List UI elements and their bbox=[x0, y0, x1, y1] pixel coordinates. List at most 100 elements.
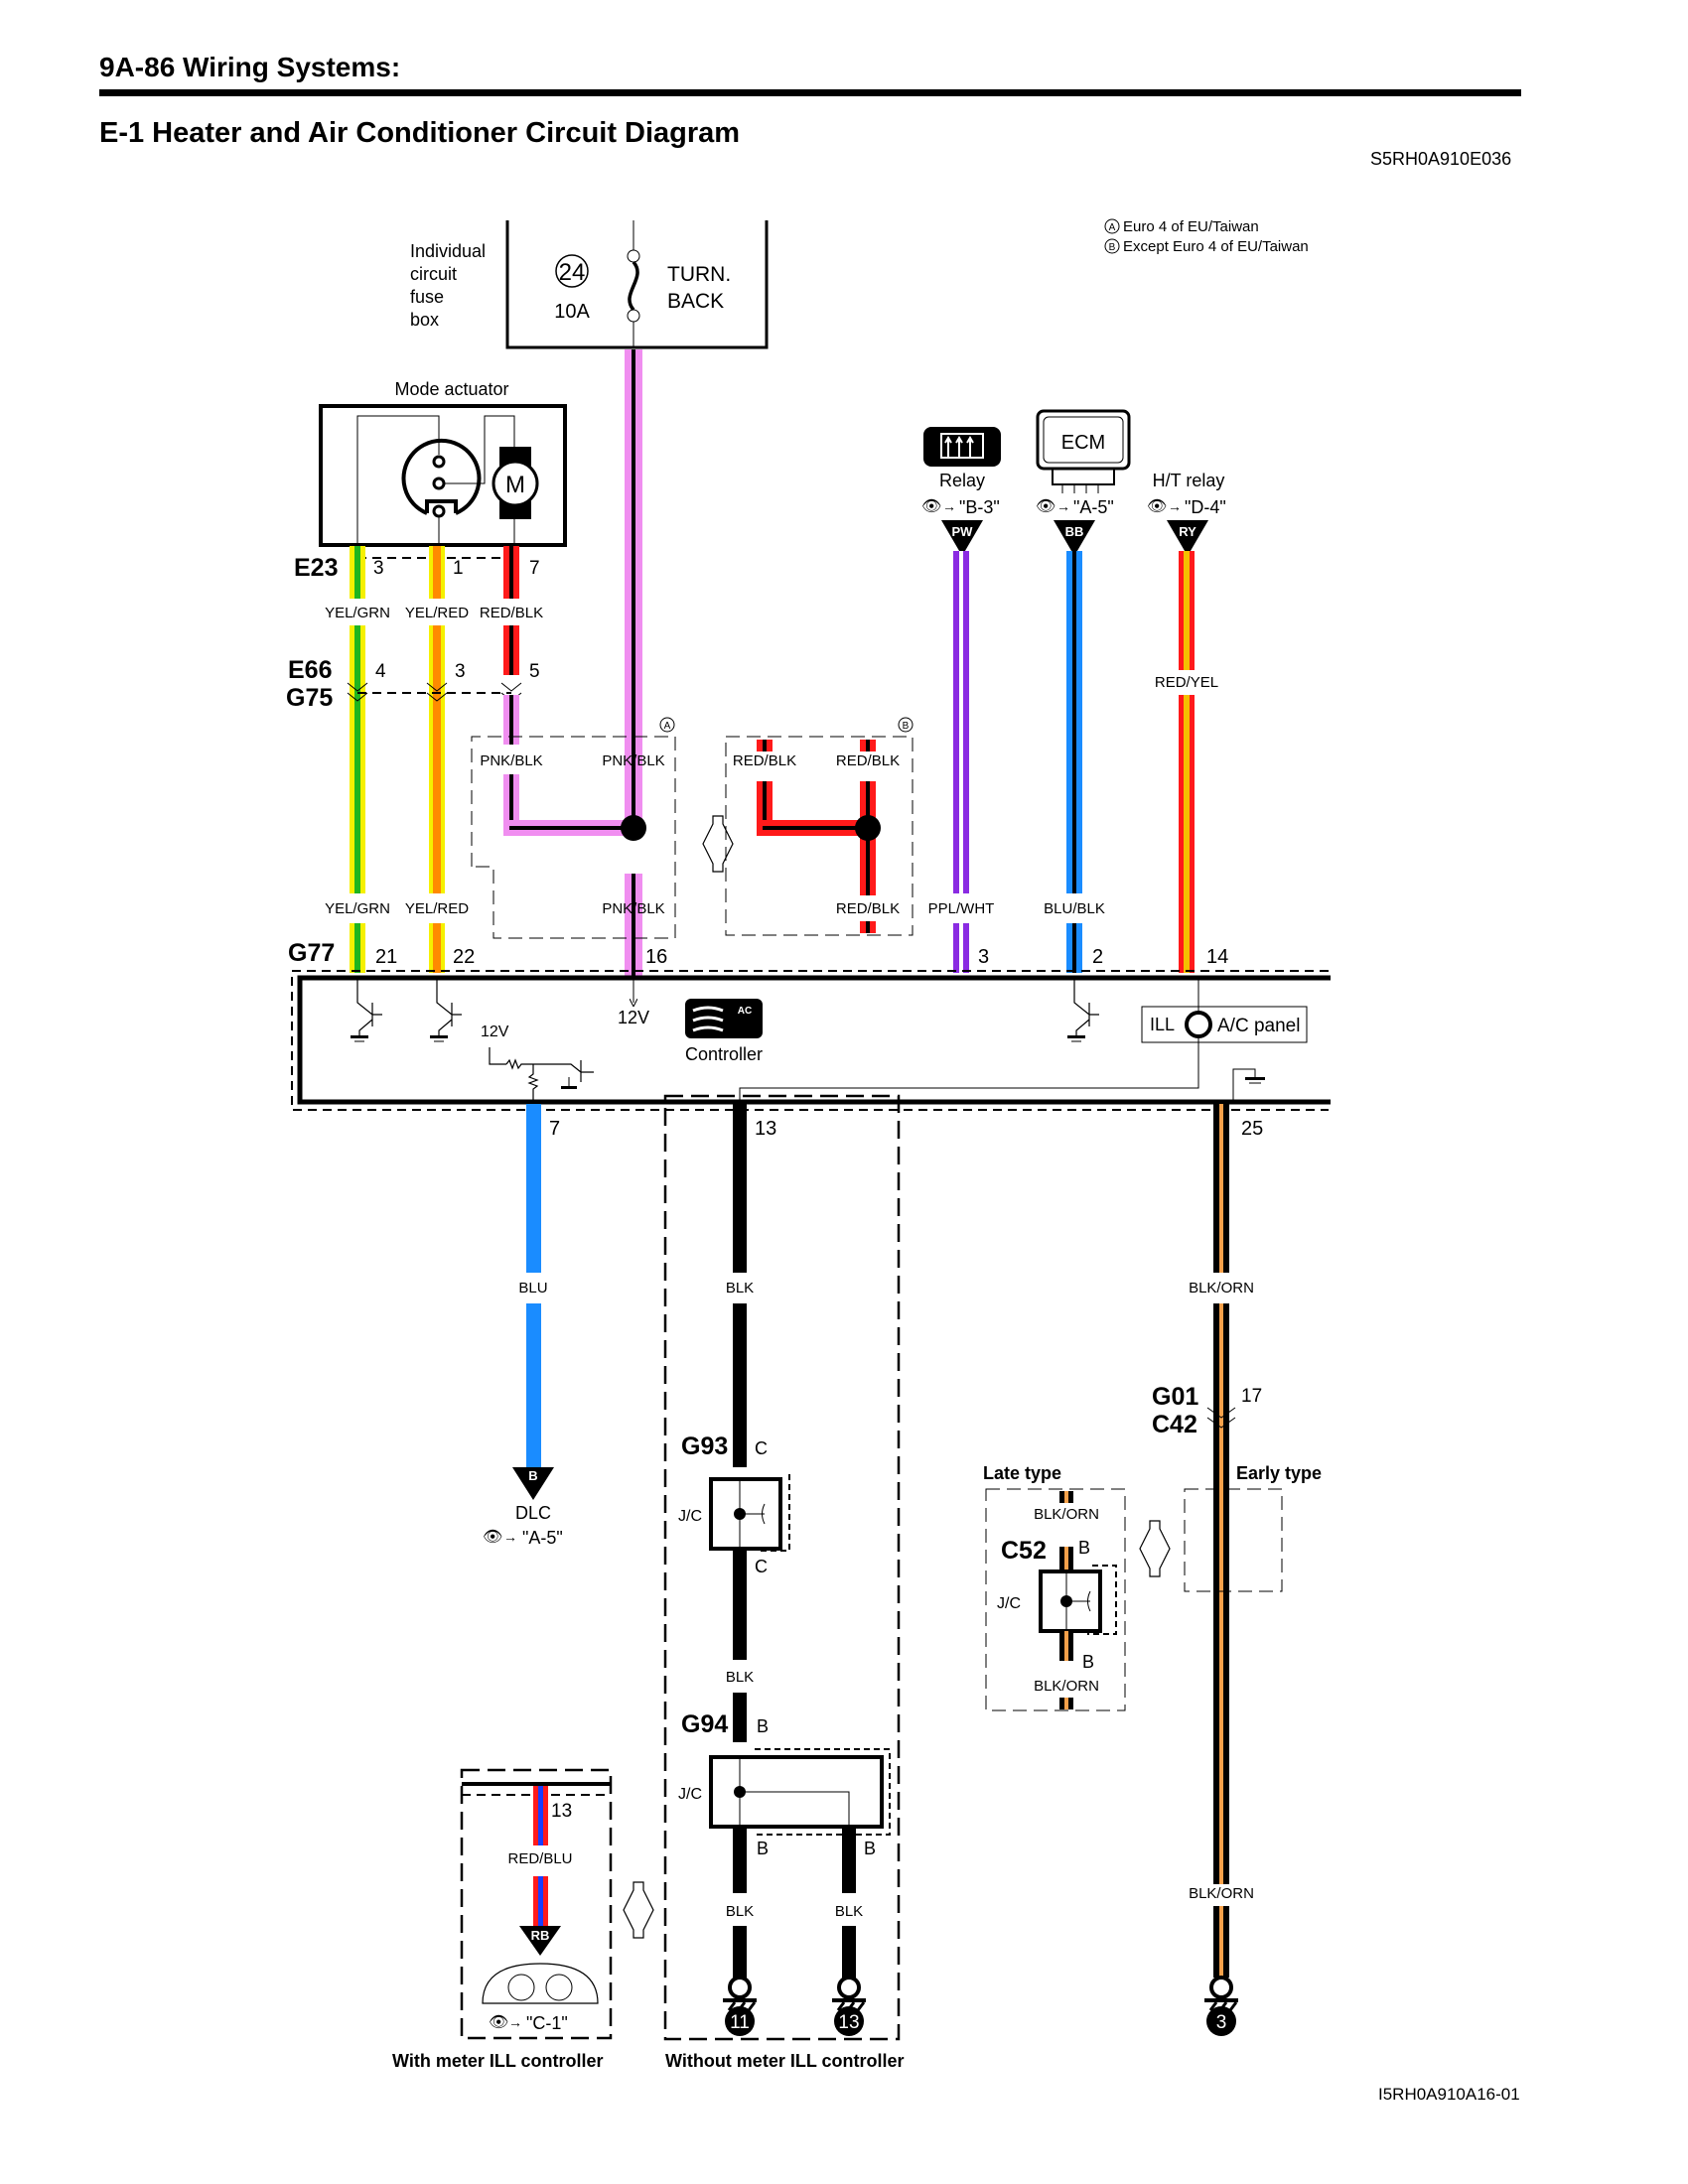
device-ecm: ECM 👁 → "A-5" BB bbox=[1036, 409, 1131, 556]
connector-e66-label: E66 bbox=[288, 656, 332, 684]
wire-pnk-blk-main bbox=[625, 349, 642, 978]
ecm-label: ECM bbox=[1061, 432, 1105, 454]
label-red-blk-top: RED/BLK bbox=[480, 605, 543, 621]
connector-g75-label: G75 bbox=[286, 684, 333, 712]
position-sensor-icon bbox=[401, 438, 482, 515]
label-blk-3: BLK bbox=[726, 1903, 754, 1920]
connector-g94-label: G94 bbox=[681, 1710, 728, 1738]
wire-pnk-blk-branch bbox=[503, 695, 646, 841]
motor-icon bbox=[492, 460, 539, 507]
controller-name: Controller bbox=[685, 1044, 763, 1064]
connector-g77-label: G77 bbox=[288, 939, 335, 967]
connector-triangle-bb bbox=[1054, 520, 1095, 556]
wire-blk-orn: BLK/ORN G01 C42 17 BLK/ORN 3 bbox=[1152, 1104, 1262, 2036]
dlc-code: B bbox=[528, 1468, 537, 1483]
fuse-rating: 10A bbox=[554, 301, 590, 323]
relay-ref: "B-3" bbox=[959, 497, 1000, 517]
connector-triangle-dlc bbox=[512, 1467, 554, 1500]
variant-a-mark: A bbox=[664, 721, 671, 732]
variant-b-box: B RED/BLK RED/BLK RED/BLK bbox=[725, 717, 914, 936]
caption-with-meter: With meter ILL controller bbox=[392, 2051, 604, 2071]
fuse-terminal-top bbox=[627, 249, 640, 263]
g94-pin-right: B bbox=[864, 1839, 876, 1858]
label-yel-red-top: YEL/RED bbox=[405, 605, 469, 621]
with-meter-box: 13 RED/BLU RB 👁 → "C-1" With meter ILL c… bbox=[392, 1768, 613, 2071]
ground-icon: 3 bbox=[1204, 1976, 1238, 2036]
ht-relay-code: RY bbox=[1179, 524, 1196, 539]
label-yel-red-bottom: YEL/RED bbox=[405, 900, 469, 917]
ac-panel-box bbox=[1141, 1006, 1308, 1043]
label-red-blu: RED/BLU bbox=[507, 1850, 572, 1867]
label-blk-2: BLK bbox=[726, 1669, 754, 1686]
legend-a-mark: A bbox=[1109, 222, 1116, 233]
variant-b-mark: B bbox=[903, 721, 910, 732]
arrow-icon: → bbox=[508, 2014, 522, 2030]
g77-pin-22: 22 bbox=[453, 946, 475, 968]
arrow-icon: → bbox=[1168, 498, 1182, 514]
wire-blu: BLU B DLC 👁 → "A-5" bbox=[483, 1104, 563, 1548]
swap-icon bbox=[1139, 1520, 1171, 1577]
label-red-blk-b1: RED/BLK bbox=[733, 752, 796, 769]
wire-yel-grn: YEL/GRN YEL/GRN bbox=[325, 546, 390, 973]
g77-pin-25: 25 bbox=[1241, 1118, 1263, 1140]
page-title: E-1 Heater and Air Conditioner Circuit D… bbox=[99, 117, 741, 149]
ground-3: 3 bbox=[1216, 2012, 1227, 2033]
legend-b-mark: B bbox=[1109, 242, 1116, 253]
ground-icon: 11 bbox=[723, 1976, 757, 2036]
swap-icon bbox=[702, 815, 734, 873]
eye-ref-icon: 👁 bbox=[489, 2014, 508, 2031]
relay-code: PW bbox=[952, 524, 974, 539]
g94-pin-top: B bbox=[757, 1716, 769, 1736]
fuse-name: TURN. BACK bbox=[667, 263, 737, 313]
legend-b-text: Except Euro 4 of EU/Taiwan bbox=[1123, 238, 1309, 255]
early-type-box: Early type bbox=[1184, 1463, 1322, 1592]
label-red-yel: RED/YEL bbox=[1155, 674, 1218, 691]
wire-yel-red: YEL/RED YEL/RED bbox=[405, 546, 469, 973]
figure-code: I5RH0A910A16-01 bbox=[1378, 2085, 1520, 2104]
c52-pin-bottom: B bbox=[1082, 1652, 1094, 1672]
arrow-icon: → bbox=[942, 498, 956, 514]
fuse-number-circle bbox=[555, 254, 589, 288]
eye-ref-icon: 👁 bbox=[1147, 498, 1167, 515]
wire-red-blk-top: RED/BLK bbox=[480, 546, 543, 675]
ill-label: ILL bbox=[1150, 1015, 1175, 1034]
splice-b bbox=[855, 815, 881, 841]
g77-pin-16: 16 bbox=[645, 946, 667, 968]
caption-without-meter: Without meter ILL controller bbox=[665, 2051, 905, 2071]
fuse-box-label: Individual circuit fuse box bbox=[410, 241, 491, 330]
g77-pin-3: 3 bbox=[978, 946, 989, 968]
g77-pin-13: 13 bbox=[755, 1118, 776, 1140]
ht-relay-label: H/T relay bbox=[1153, 471, 1225, 490]
g93-pin-bottom: C bbox=[755, 1557, 768, 1576]
label-pnk-blk-a1: PNK/BLK bbox=[480, 752, 542, 769]
label-blk-orn-late-1: BLK/ORN bbox=[1034, 1506, 1099, 1523]
e66-pin-4: 4 bbox=[375, 661, 386, 682]
fuse-terminal-bottom bbox=[627, 309, 640, 323]
supply-12v-pin16: 12V bbox=[618, 1008, 649, 1027]
g93-jc: J/C bbox=[678, 1508, 702, 1525]
e23-pin-3: 3 bbox=[373, 558, 384, 579]
connector-e66-g75: E66 G75 4 3 5 bbox=[286, 656, 540, 712]
eye-ref-icon: 👁 bbox=[1036, 498, 1055, 515]
dlc-label: DLC bbox=[515, 1503, 551, 1523]
variant-a-box: A PNK/BLK PNK/BLK PNK/BLK bbox=[471, 717, 676, 939]
label-blk-4: BLK bbox=[835, 1903, 863, 1920]
ac-badge: AC bbox=[738, 1006, 752, 1017]
meter-ref: "C-1" bbox=[526, 2013, 568, 2033]
c52-jc: J/C bbox=[997, 1595, 1021, 1612]
transistor-icon bbox=[430, 978, 462, 1042]
relay-label: Relay bbox=[939, 471, 985, 490]
fuse-box: Individual circuit fuse box 24 10A TURN.… bbox=[410, 220, 769, 349]
label-red-blk-b3: RED/BLK bbox=[836, 900, 900, 917]
g77-pin-7: 7 bbox=[549, 1118, 560, 1140]
arrow-icon: → bbox=[1056, 498, 1070, 514]
late-type-label: Late type bbox=[983, 1463, 1061, 1483]
early-type-label: Early type bbox=[1236, 1463, 1322, 1483]
late-type-box: Late type BLK/ORN C52 B J/C B BLK/ORN bbox=[983, 1463, 1126, 1711]
e66-pin-3: 3 bbox=[455, 661, 466, 682]
connector-e23-label: E23 bbox=[294, 554, 338, 582]
label-pnk-blk-a3: PNK/BLK bbox=[602, 900, 664, 917]
fuse-number: 24 bbox=[559, 259, 586, 286]
label-blu: BLU bbox=[518, 1280, 547, 1297]
